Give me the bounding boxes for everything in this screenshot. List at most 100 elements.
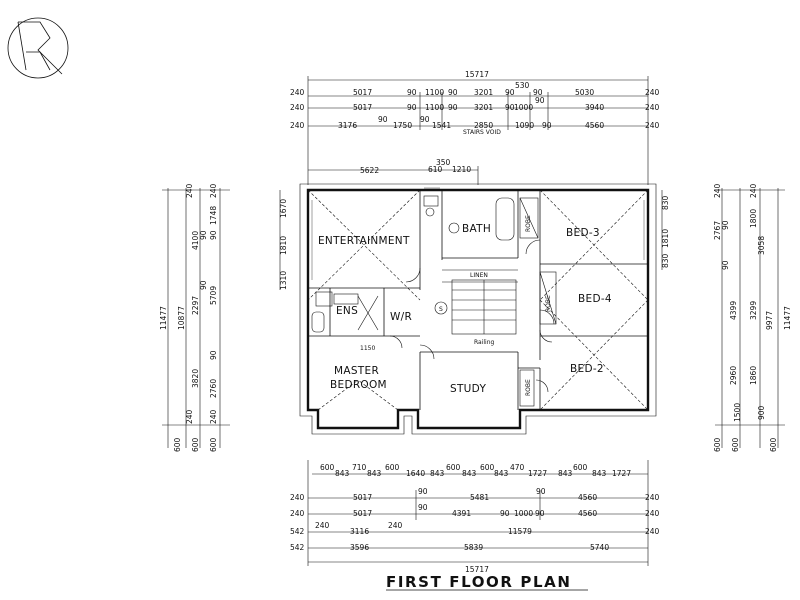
right-c3-1: 1800 [749,209,758,228]
right-c2-1: 2767 [713,221,722,240]
bot-r5-2: 5839 [464,543,483,552]
bot-r1-9: 600 [480,463,495,472]
room-bed4: BED-4 [578,293,612,305]
bot-r1-4: 600 [385,463,400,472]
top-r1-5: 3201 [474,88,493,97]
bot-r1-12: 1727 [528,469,547,478]
right-dimensions: 11477 9977 240 2767 90 4399 90 2960 1500… [661,183,792,452]
left-c2-5: 3820 [191,369,200,388]
bot-r1-13: 843 [558,469,573,478]
bot-r4-0: 542 [290,527,305,536]
left-overall: 11477 [159,306,168,330]
top-r4-0: 5622 [360,166,379,175]
top-r1-4: 90 [448,88,458,97]
right-inner-2: 830 [661,253,670,268]
top-r3-3: 1750 [393,121,412,130]
left-inner-2: 1310 [279,271,288,290]
bot-r1-5: 1640 [406,469,425,478]
right-c2-5: 2960 [729,366,738,385]
right-c3-4: 1860 [749,366,758,385]
right-c3-2: 3058 [757,236,766,255]
left-dimensions: 11477 10877 240 4100 90 2297 90 3820 240… [159,183,288,452]
top-r3-4: 90 [420,115,430,124]
right-c3-3: 3299 [749,301,758,320]
bot-r1-14: 600 [573,463,588,472]
top-overall-dim: 15717 [465,70,489,79]
left-bottom-0: 600 [173,437,182,452]
room-study: STUDY [450,383,486,395]
left-c3-2: 90 [209,230,218,240]
top-r1-2: 90 [407,88,417,97]
top-dimensions: 15717 240 5017 90 1100 90 3201 90 530 90… [290,70,660,185]
bot-r4-2: 3116 [350,527,369,536]
left-col1: 10877 [177,306,186,330]
room-entertainment: ENTERTAINMENT [318,235,410,247]
bot-r1-11: 470 [510,463,525,472]
left-bottom-2: 600 [209,437,218,452]
right-col1: 9977 [765,311,774,330]
left-c3-1: 1748 [209,206,218,225]
left-inner-0: 1670 [279,199,288,218]
bot-r1-7: 600 [446,463,461,472]
bot-r1-2: 710 [352,463,367,472]
top-r2-5: 3201 [474,103,493,112]
left-c2-3: 2297 [191,296,200,315]
bot-r1-16: 1727 [612,469,631,478]
left-c3-6: 240 [209,409,218,424]
floor-plan: S ENTERTAINMENT BATH BED-3 BED-4 BED-2 L… [299,183,657,435]
bot-r1-8: 843 [462,469,477,478]
bot-r3-7: 4560 [578,509,597,518]
left-c3-5: 2760 [209,379,218,398]
left-c2-0: 240 [185,183,194,198]
bot-r5-0: 542 [290,543,305,552]
top-r1-0: 240 [290,88,305,97]
right-c2-6: 1500 [733,403,742,422]
robe-label-2: ROBE [545,295,552,312]
room-ens: ENS [336,305,358,317]
top-r2-7: 1000 [514,103,533,112]
railing-label: Railing [474,339,495,346]
bot-r2-1: 5017 [353,493,372,502]
top-r2-3: 1100 [425,103,444,112]
bot-r3-8: 240 [645,509,660,518]
bot-r3-1: 5017 [353,509,372,518]
top-r4-3: 1210 [452,165,471,174]
right-c2-0: 240 [713,183,722,198]
robe-label-3: ROBE [525,379,532,396]
right-c2-3: 4399 [729,301,738,320]
left-c3-4: 90 [209,350,218,360]
room-master-2: BEDROOM [330,379,387,391]
top-r4-1: 350 [436,158,451,167]
bot-r1-0: 600 [320,463,335,472]
right-inner-1: 1810 [661,229,670,248]
top-r3-9: 4560 [585,121,604,130]
top-r2-6: 90 [505,103,515,112]
bot-r2-4: 90 [536,487,546,496]
top-r3-2: 90 [378,115,388,124]
right-bottom-1: 600 [731,437,740,452]
bot-r2-5: 4560 [578,493,597,502]
bot-r5-1: 3596 [350,543,369,552]
top-r2-0: 240 [290,103,305,112]
top-r1-10: 240 [645,88,660,97]
room-bed2: BED-2 [570,363,604,375]
right-inner-0: 830 [661,195,670,210]
bot-r3-2: 90 [418,503,428,512]
bottom-dimensions: 600 843 710 843 600 1640 843 600 843 600… [290,460,660,574]
right-overall: 11477 [783,306,792,330]
top-r1-1: 5017 [353,88,372,97]
bot-r4-1: 240 [315,521,330,530]
bot-r2-6: 240 [645,493,660,502]
plan-title: FIRST FLOOR PLAN [386,573,572,591]
left-c2-6: 240 [185,409,194,424]
right-c3-0: 240 [749,183,758,198]
stair-mark: S [439,306,443,313]
bot-r1-6: 843 [430,469,445,478]
top-r1-7: 530 [515,81,530,90]
stairs-void-label: STAIRS VOID [463,129,501,136]
top-r3-1: 3176 [338,121,357,130]
bot-r4-4: 11579 [508,527,532,536]
room-wir: W/R [390,311,412,323]
left-c2-1: 4100 [191,231,200,250]
bot-overall: 15717 [465,565,489,574]
